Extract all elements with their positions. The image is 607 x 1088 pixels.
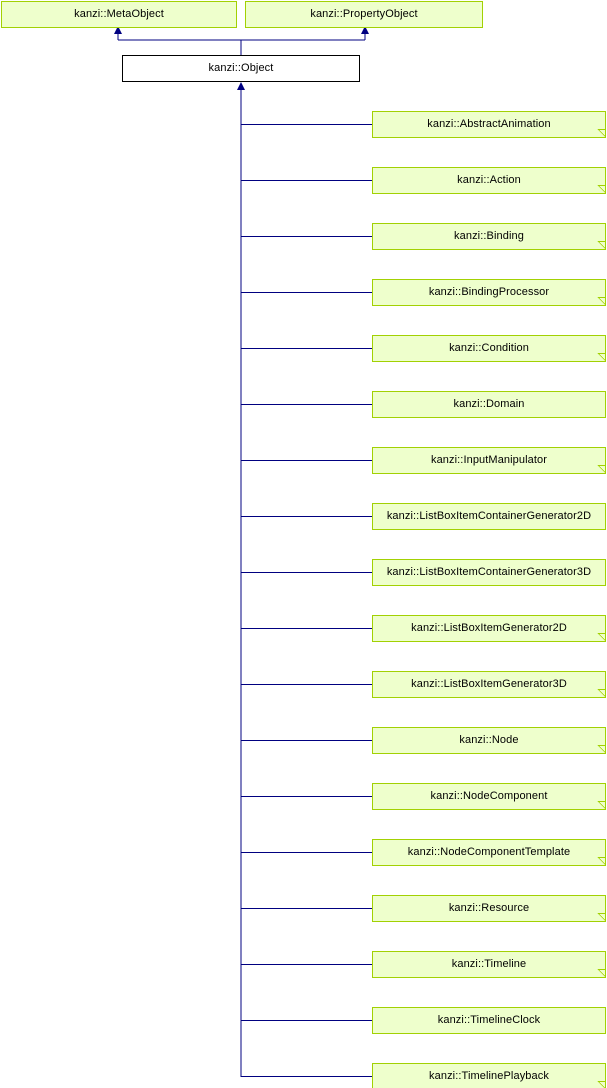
class-box-metaobject[interactable]: kanzi::MetaObject xyxy=(1,1,237,28)
class-box-nodecomponenttemplate[interactable]: kanzi::NodeComponentTemplate xyxy=(372,839,606,866)
collapsed-corner-icon xyxy=(597,689,605,697)
class-box-domain[interactable]: kanzi::Domain xyxy=(372,391,606,418)
collapsed-corner-icon xyxy=(597,857,605,865)
class-box-action[interactable]: kanzi::Action xyxy=(372,167,606,194)
class-label: kanzi::Object xyxy=(208,62,274,74)
class-box-object-current: kanzi::Object xyxy=(122,55,360,82)
class-box-timelineplayback[interactable]: kanzi::TimelinePlayback xyxy=(372,1063,606,1088)
collapsed-corner-icon xyxy=(597,1081,605,1088)
collapsed-corner-icon xyxy=(597,185,605,193)
class-label: kanzi::BindingProcessor xyxy=(428,286,550,298)
class-label: kanzi::ListBoxItemContainerGenerator3D xyxy=(386,566,592,578)
collapsed-corner-icon xyxy=(597,633,605,641)
class-label: kanzi::MetaObject xyxy=(74,8,164,20)
collapsed-corner-icon xyxy=(597,353,605,361)
class-label: kanzi::NodeComponent xyxy=(430,790,548,802)
class-box-timeline[interactable]: kanzi::Timeline xyxy=(372,951,606,978)
class-label: kanzi::InputManipulator xyxy=(430,454,548,466)
class-label: kanzi::Timeline xyxy=(451,958,527,970)
class-label: kanzi::Binding xyxy=(454,230,524,242)
class-box-timelineclock[interactable]: kanzi::TimelineClock xyxy=(372,1007,606,1034)
collapsed-corner-icon xyxy=(597,129,605,137)
class-box-listboxitemcontainergenerator2d[interactable]: kanzi::ListBoxItemContainerGenerator2D xyxy=(372,503,606,530)
class-label: kanzi::AbstractAnimation xyxy=(427,118,551,130)
class-label: kanzi::NodeComponentTemplate xyxy=(407,846,571,858)
class-box-propertyobject[interactable]: kanzi::PropertyObject xyxy=(245,1,483,28)
class-box-listboxitemcontainergenerator3d[interactable]: kanzi::ListBoxItemContainerGenerator3D xyxy=(372,559,606,586)
class-box-listboxitemgenerator2d[interactable]: kanzi::ListBoxItemGenerator2D xyxy=(372,615,606,642)
class-label: kanzi::ListBoxItemGenerator3D xyxy=(411,678,567,690)
collapsed-corner-icon xyxy=(597,801,605,809)
collapsed-corner-icon xyxy=(597,913,605,921)
class-label: kanzi::PropertyObject xyxy=(310,8,418,20)
class-box-condition[interactable]: kanzi::Condition xyxy=(372,335,606,362)
class-label: kanzi::ListBoxItemContainerGenerator2D xyxy=(386,510,592,522)
class-box-bindingprocessor[interactable]: kanzi::BindingProcessor xyxy=(372,279,606,306)
class-box-node[interactable]: kanzi::Node xyxy=(372,727,606,754)
class-box-nodecomponent[interactable]: kanzi::NodeComponent xyxy=(372,783,606,810)
collapsed-corner-icon xyxy=(597,297,605,305)
collapsed-corner-icon xyxy=(597,745,605,753)
class-label: kanzi::TimelineClock xyxy=(437,1014,541,1026)
collapsed-corner-icon xyxy=(597,969,605,977)
class-box-listboxitemgenerator3d[interactable]: kanzi::ListBoxItemGenerator3D xyxy=(372,671,606,698)
collapsed-corner-icon xyxy=(597,241,605,249)
class-box-abstractanimation[interactable]: kanzi::AbstractAnimation xyxy=(372,111,606,138)
class-label: kanzi::ListBoxItemGenerator2D xyxy=(411,622,567,634)
class-label: kanzi::TimelinePlayback xyxy=(429,1070,549,1082)
class-label: kanzi::Condition xyxy=(449,342,529,354)
class-label: kanzi::Resource xyxy=(448,902,530,914)
class-box-binding[interactable]: kanzi::Binding xyxy=(372,223,606,250)
class-label: kanzi::Node xyxy=(459,734,519,746)
collapsed-corner-icon xyxy=(597,465,605,473)
class-box-inputmanipulator[interactable]: kanzi::InputManipulator xyxy=(372,447,606,474)
class-label: kanzi::Domain xyxy=(453,398,525,410)
class-box-resource[interactable]: kanzi::Resource xyxy=(372,895,606,922)
class-label: kanzi::Action xyxy=(457,174,521,186)
